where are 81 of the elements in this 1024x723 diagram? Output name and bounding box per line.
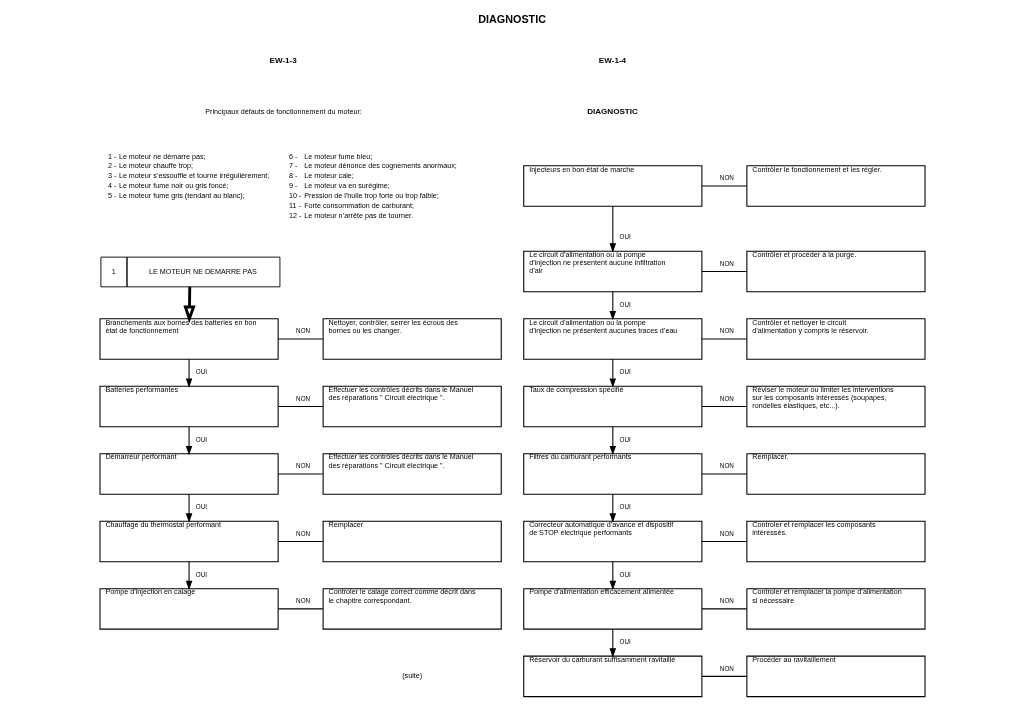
node-box: Chauffage du thermostat performant [98,520,279,563]
arrow [609,291,616,321]
label: 5 - [107,191,116,201]
node-box: Injecteurs en bon état de marche [522,165,702,207]
label: Le moteur s’essouffle et tourne irrégulièrement; [118,171,269,181]
connector [277,608,323,610]
label: 1 - [107,151,116,161]
arrow [609,493,616,523]
arrow [609,358,616,388]
node-box: Remplacer. [745,453,926,495]
label: 11 - [288,201,301,211]
arrow [185,493,192,523]
label: 12 - [288,210,301,220]
arrow [609,205,616,253]
connector [700,675,747,677]
node-box: Nettoyer, contrôler, serrer les écrous des bornes ou les changer. [322,318,502,360]
node-box: Filtres du carburant performants [522,453,702,495]
node-box: Effectuer les contrôles décrits dans le Manuel des réparations " Circuit électrique ". [322,453,502,495]
label: Le moteur fume noir ou gris foncé; [118,181,228,191]
arrow [609,628,616,658]
connector [700,338,747,340]
label: 10 - [288,191,301,201]
connector [277,473,323,475]
label: Principaux défauts de fonctionnement du moteur: [204,107,362,117]
connector [700,540,747,542]
node-box: Branchements aux bornes des batteries en bon état de fonctionnement [98,318,279,360]
diagram-title: DIAGNOSTIC [477,13,546,26]
node-box: Contrôler le fonctionnement et les régler. [745,165,926,207]
node-box: Le circuit d’alimentation ou la pompe d’injection ne présentent aucunes traces d’eau [522,318,702,360]
connector [277,405,323,408]
label: 8 - [288,171,297,181]
node-box: Pompe d’alimentation efficacement alimentée [522,588,702,630]
node-box: Démarreur performant [98,453,279,495]
label: Forte consommation de carburant; [303,201,414,211]
node-box: Controler le calage correct comme décrit dans le chapitre correspondant. [322,588,502,630]
connector [700,271,747,273]
label: (suite) [401,671,422,681]
node-box: Réservoir du carburant suffisamment ravitaillé [522,655,702,698]
connector [700,185,747,187]
label: 6 - [288,151,297,161]
node-box: Correcteur automatique d’avance et dispositif de STOP électrique performants [522,520,702,563]
connector [700,473,747,475]
label: 3 - [107,171,116,181]
node-box: Effectuer les contrôles décrits dans le Manuel des réparations " Circuit électrique ". [322,385,502,428]
label: Le moteur dénonce des cognements anormaux; [303,161,457,171]
label: 9 - [288,181,297,191]
arrow [185,358,192,388]
node-box: Contrôler et procéder à la purge. [745,250,926,293]
label: Le moteur ne démarre pas; [118,151,206,161]
label: Le moteur va en surégime; [303,181,390,191]
arrow [182,286,196,324]
connector [700,405,747,408]
label: 4 - [107,181,116,191]
node-box: Le circuit d’alimentation ou la pompe d’injection ne présentent aucune infiltration d’air [522,250,702,293]
arrow [609,426,616,456]
arrow [185,426,192,456]
label: 2 - [107,161,116,171]
label: EW-1-4 [598,55,626,65]
node-box: Réviser le moteur ou limiter les interventions sur les composants intéressés (soupapes, rondelles élastiques, etc...). [745,385,926,428]
node-box: Controler et remplacer les composants intéressés. [745,520,926,563]
arrow [609,561,616,591]
label: 7 - [288,161,297,171]
node-box: Batteries performantes [98,385,279,428]
node-box: Pompe d’injection en calage [98,588,279,630]
label: Le moteur cale; [303,171,354,181]
connector [277,540,323,542]
label: Le moteur fume bleu; [303,151,372,161]
label: DIAGNOSTIC [586,106,638,116]
connector [277,338,323,340]
label: Le moteur fume gris (tendant au blanc); [118,191,245,201]
label: Le moteur chauffe trop; [118,161,193,171]
connector [700,608,747,610]
node-box: Taux de compression spécifié [522,385,702,428]
label: EW-1-3 [269,55,297,65]
node-box: Remplacer [322,520,502,563]
node-box: Contrôler et nettoyer le circuit d’alimentation y compris le réservoir. [745,318,926,360]
arrow [185,561,192,591]
node-box: Controler et remplacer la pompe d’alimentation si nécessaire [745,588,926,630]
label: Pression de l’huile trop forte ou trop faible; [303,191,439,201]
node-box: Procéder au ravitaillement [745,655,926,698]
label: Le moteur n’arrête pas de tourner. [303,210,413,220]
